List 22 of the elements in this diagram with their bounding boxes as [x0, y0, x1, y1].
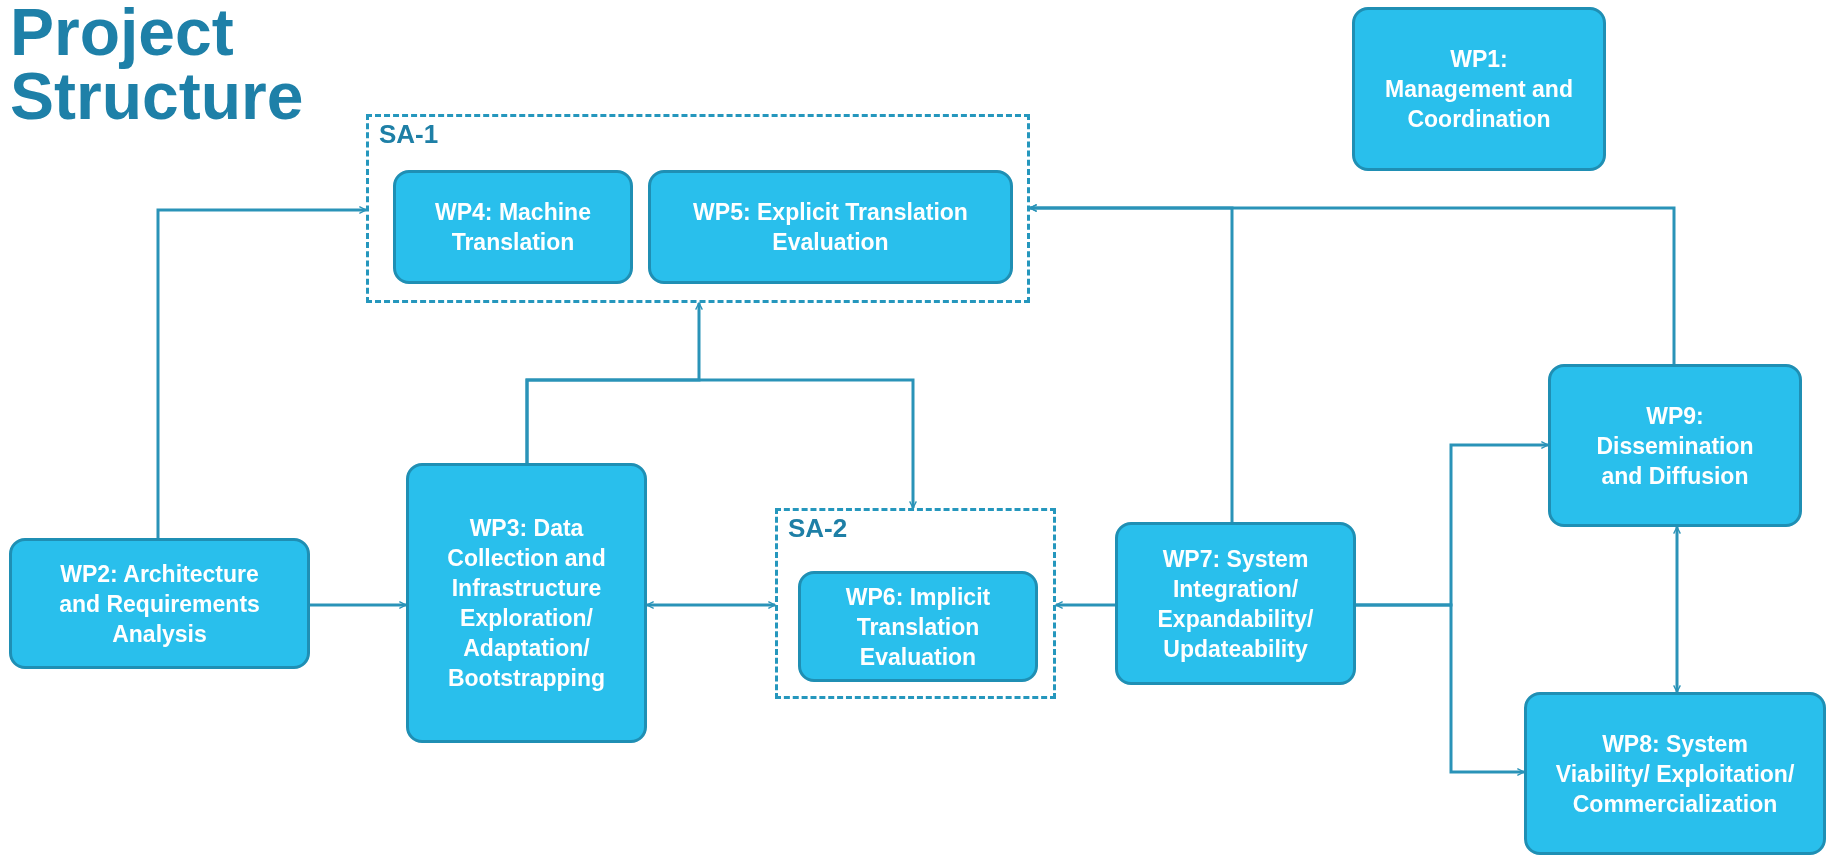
work-package-box: WP1: Management and Coordination [1352, 7, 1606, 171]
work-package-box: WP6: Implicit Translation Evaluation [798, 571, 1038, 682]
work-package-box: WP4: Machine Translation [393, 170, 633, 284]
diagram-title: Project Structure [10, 0, 305, 128]
arrow [525, 378, 917, 509]
work-package-box: WP9: Dissemination and Diffusion [1548, 364, 1802, 527]
arrow [1029, 204, 1676, 364]
arrow [1356, 603, 1525, 776]
dashed-group-frame [366, 114, 1030, 303]
work-package-box: WP5: Explicit Translation Evaluation [648, 170, 1013, 284]
arrow [156, 206, 367, 538]
dashed-group-frame [775, 508, 1056, 699]
group-heading: SA-2 [788, 513, 848, 543]
group-heading: SA-1 [379, 119, 439, 149]
work-package-box: WP2: Architecture and Requirements Analysis [9, 538, 310, 669]
work-package-box: WP3: Data Collection and Infrastructure Exploration/ Adaptation/ Bootstrapping [406, 463, 647, 743]
arrow [646, 601, 776, 609]
arrow [310, 601, 407, 609]
work-package-box: WP8: System Viability/ Exploitation/ Commercialization [1524, 692, 1826, 855]
work-package-box: WP7: System Integration/ Expandability/ Updateability [1115, 522, 1356, 685]
arrow [1055, 601, 1115, 609]
arrow [1673, 526, 1681, 693]
